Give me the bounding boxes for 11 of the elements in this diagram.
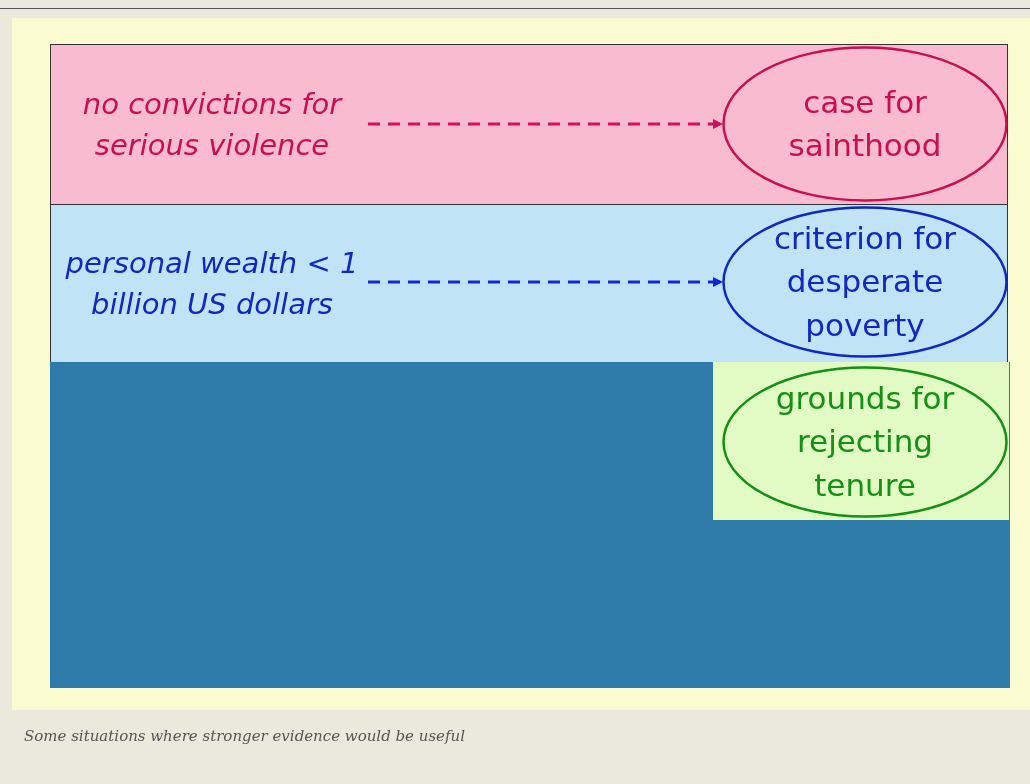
condition-label: no convictions for serious violence [81,86,344,164]
dashed-arrow [368,119,723,129]
ellipse-label: criterion for desperate poverty [772,218,958,345]
ellipse [722,206,1008,358]
ellipse-label: case for sainthood [787,82,943,165]
ellipse [722,46,1008,202]
caption: Some situations where stronger evidence would be useful [24,727,465,745]
ellipse-label: grounds for rejecting tenure [774,378,956,505]
condition-label: personal wealth < 1 billion US dollars [64,245,360,323]
dashed-arrow [368,277,723,287]
ellipse [722,366,1008,518]
